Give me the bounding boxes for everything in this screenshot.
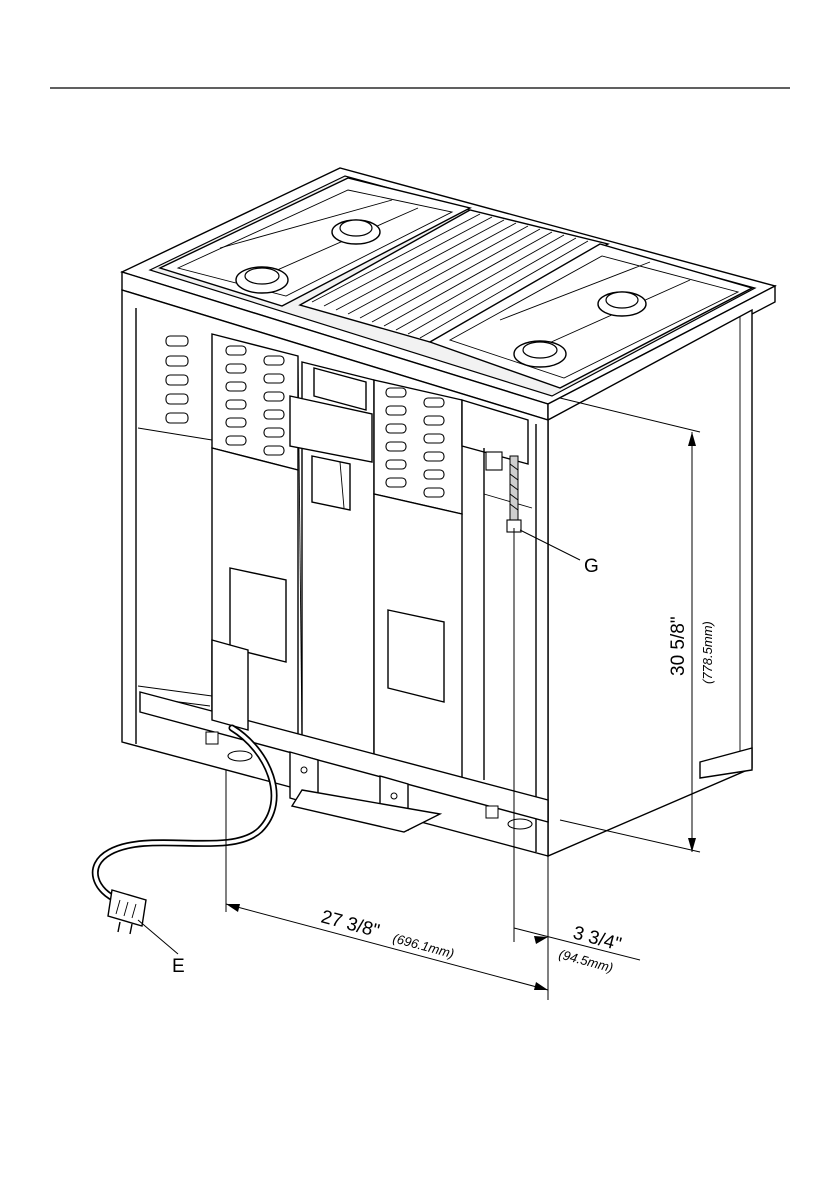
burner-right-front: [514, 341, 566, 367]
callout-power-cord: E: [172, 956, 185, 977]
height-inches-label: 30 5/8": [668, 616, 689, 676]
right-access-plate: [388, 610, 444, 702]
height-mm-label: (778.5mm): [700, 621, 715, 684]
callout-gas-connection: G: [584, 556, 599, 577]
burner-left-front: [236, 267, 288, 293]
burner-right-rear: [598, 292, 646, 316]
burner-left-rear: [332, 220, 380, 244]
left-heat-shield: [212, 334, 298, 470]
power-plug: [108, 890, 146, 934]
cord-clamp: [212, 640, 248, 730]
